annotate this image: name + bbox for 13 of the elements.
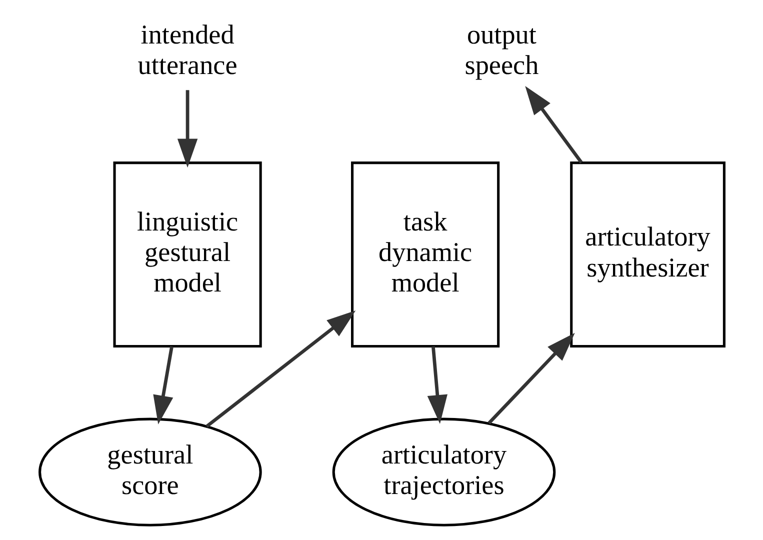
arrow	[426, 346, 447, 424]
arrow	[152, 346, 173, 424]
arrow	[205, 310, 356, 428]
node-text: intended utterance	[137, 20, 237, 80]
node-ellipse: gestural score	[38, 418, 262, 526]
arrow	[524, 86, 582, 164]
node-ellipse: articulatory trajectories	[332, 418, 556, 526]
node-box: task dynamic model	[350, 162, 500, 348]
node-box: articulatory synthesizer	[570, 162, 725, 348]
arrow	[487, 332, 574, 424]
arrow	[176, 90, 198, 168]
node-text: output speech	[464, 20, 538, 80]
node-box: linguistic gestural model	[112, 162, 262, 348]
